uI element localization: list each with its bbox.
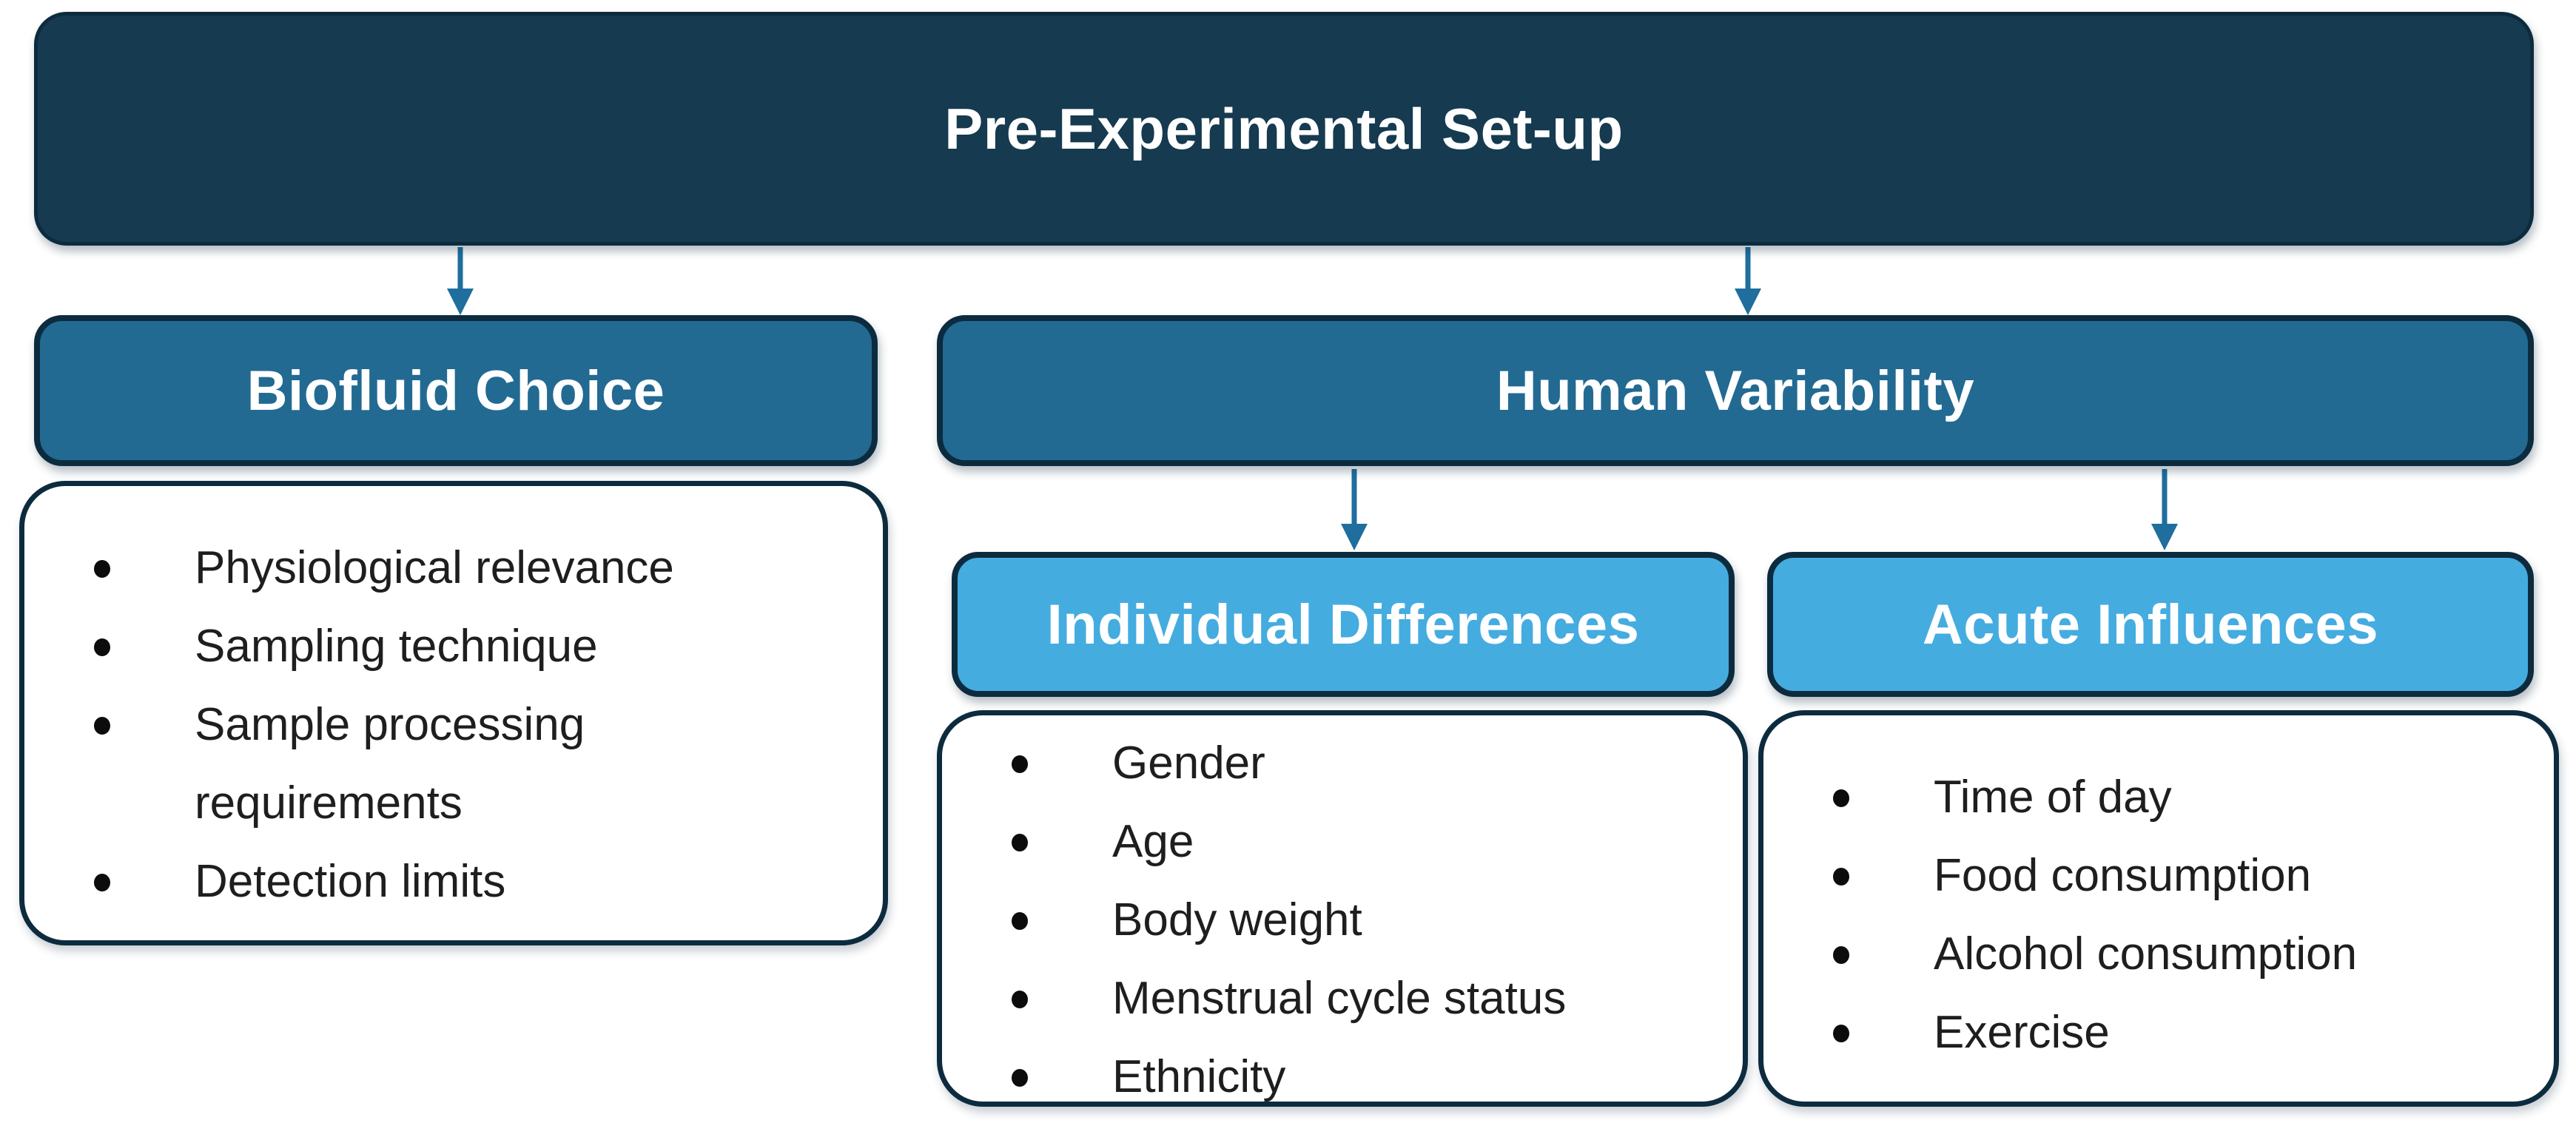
bullet-icon — [94, 717, 110, 735]
list-item-text: Sampling technique — [195, 621, 598, 672]
list-item: Food consumption — [1833, 837, 2527, 915]
list-item-text: Alcohol consumption — [1934, 928, 2358, 979]
list-item-text: Detection limits — [195, 856, 506, 907]
bullet-icon — [1012, 755, 1028, 773]
list-item: Exercise — [1833, 994, 2527, 1072]
node-pre-experimental-setup: Pre-Experimental Set-up — [34, 12, 2534, 246]
connector-arrow — [1341, 469, 1368, 550]
list-item: Body weight — [1012, 881, 1716, 960]
list-item-text: Time of day — [1934, 772, 2172, 823]
node-label: Biofluid Choice — [246, 359, 665, 422]
node-human-variability: Human Variability — [937, 315, 2534, 466]
bullet-icon — [1833, 946, 1849, 964]
list-item-text: Age — [1112, 816, 1194, 867]
list-item: Alcohol consumption — [1833, 915, 2527, 994]
connector-arrow — [2151, 469, 2178, 550]
bullet-icon — [1012, 1069, 1028, 1087]
list-item-text: Ethnicity — [1112, 1051, 1286, 1102]
node-label: Pre-Experimental Set-up — [944, 95, 1624, 161]
list-item-text: Menstrual cycle status — [1112, 973, 1567, 1024]
node-label: Acute Influences — [1922, 593, 2379, 656]
bullet-icon — [1833, 868, 1849, 886]
node-label: Individual Differences — [1046, 593, 1640, 656]
bullet-icon — [1012, 991, 1028, 1008]
node-acute-influences: Acute Influences — [1767, 552, 2534, 697]
node-individual-differences: Individual Differences — [952, 552, 1735, 697]
list-item: Physiological relevance — [94, 529, 856, 607]
list-item: Time of day — [1833, 758, 2527, 837]
list-item: Age — [1012, 803, 1716, 881]
list-item-text: Exercise — [1934, 1007, 2110, 1058]
bullet-icon — [1833, 1025, 1849, 1042]
node-biofluid-choice: Biofluid Choice — [34, 315, 878, 466]
connector-arrow — [1735, 247, 1761, 315]
list-item: Sample processing requirements — [94, 686, 856, 843]
node-label: Human Variability — [1496, 359, 1975, 422]
list-item-text: Gender — [1112, 738, 1265, 789]
bullet-icon — [94, 874, 110, 891]
bullet-icon — [1833, 789, 1849, 807]
bullet-icon — [1012, 912, 1028, 930]
list-item-text: Physiological relevance — [195, 542, 674, 593]
bullet-icon — [94, 560, 110, 578]
list-item: Sampling technique — [94, 607, 856, 686]
list-item: Detection limits — [94, 843, 856, 921]
list-item: Gender — [1012, 724, 1716, 803]
bullet-icon — [94, 638, 110, 656]
list-item-text: Food consumption — [1934, 850, 2312, 901]
list-item: Ethnicity — [1012, 1038, 1716, 1116]
list-item-text: Body weight — [1112, 894, 1362, 945]
connector-arrow — [447, 247, 474, 315]
list-item: Menstrual cycle status — [1012, 960, 1716, 1038]
list-item-text: Sample processing requirements — [195, 699, 585, 829]
bullet-icon — [1012, 834, 1028, 851]
